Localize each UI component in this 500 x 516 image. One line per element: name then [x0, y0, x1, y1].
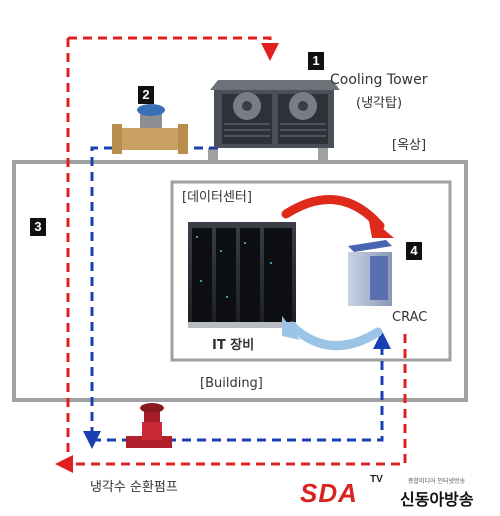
badge-crac: 4 — [406, 242, 422, 260]
cold-water-line-top — [83, 146, 218, 449]
logo-brand: SDA — [300, 478, 358, 508]
cooling-tower-icon — [210, 80, 340, 148]
logo-tagline: 종합미디어 인터넷방송 — [408, 478, 466, 485]
crac-unit-icon — [348, 240, 392, 306]
cooling-tower-korean-label: (냉각탑) — [356, 96, 403, 111]
heat-flow-arrowhead — [368, 216, 394, 238]
logo-name: 신동아방송 — [400, 490, 474, 509]
it-equipment-label: IT 장비 — [212, 338, 255, 353]
cool-flow-arrowhead — [282, 316, 300, 340]
badge-building: 3 — [30, 218, 46, 236]
cool-flow-arrow — [287, 321, 383, 351]
badge-cooling-tower: 1 — [308, 52, 324, 70]
crac-label: CRAC — [392, 310, 428, 325]
hot-water-line-top — [68, 36, 279, 61]
cooling-tower-label: Cooling Tower — [330, 72, 428, 88]
rooftop-label: [옥상] — [392, 138, 427, 153]
broadcaster-logo: SDA TV 종합미디어 인터넷방송 신동아방송 — [300, 474, 496, 510]
pump-icon — [126, 403, 172, 448]
heat-flow-arrow — [281, 195, 385, 231]
building-frame — [12, 160, 468, 402]
rooftop-stub-right — [318, 148, 328, 162]
pump-label: 냉각수 순환펌프 — [90, 480, 178, 495]
datacenter-label: [데이터센터] — [182, 190, 252, 205]
logo-tv: TV — [370, 474, 383, 485]
badge-valve: 2 — [138, 86, 154, 104]
valve-icon — [112, 104, 188, 154]
rooftop-stub-left — [208, 148, 218, 162]
cold-water-line-bottom — [92, 331, 391, 442]
it-equipment-image — [188, 222, 296, 328]
building-label: [Building] — [200, 376, 263, 391]
datacenter-frame — [170, 180, 452, 362]
